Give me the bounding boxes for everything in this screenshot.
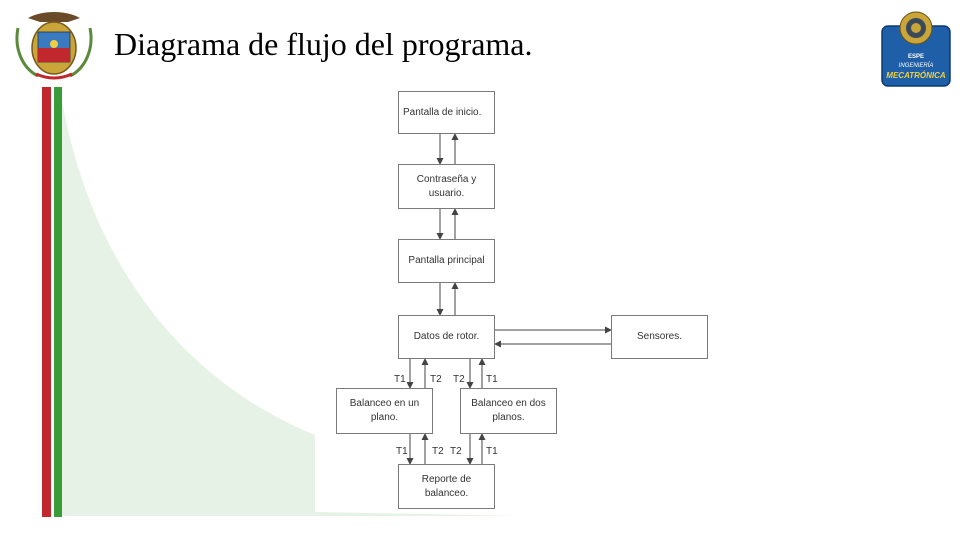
node-datos-rotor-label: Datos de rotor. [413, 331, 480, 342]
svg-text:INGENIERÍA: INGENIERÍA [899, 62, 934, 69]
red-stripe [42, 87, 51, 517]
node-reporte-balanceo: Reporte de balanceo. [398, 464, 495, 509]
node-un-plano-label-2: plano. [370, 412, 399, 423]
university-crest-logo [15, 12, 93, 80]
label-t1-c: T1 [396, 446, 408, 457]
label-t1-a: T1 [394, 374, 406, 385]
node-sensores-label: Sensores. [636, 331, 683, 342]
node-pantalla-inicio: Pantalla de inicio. [398, 91, 495, 134]
slide-title: Diagrama de flujo del programa. [114, 26, 533, 62]
label-t2-b: T2 [453, 374, 465, 385]
node-reporte-label-2: balanceo. [424, 487, 469, 499]
espe-mecatronica-logo: ESPE INGENIERÍA MECATRÓNICA [881, 11, 951, 87]
node-contrasena-label-1: Contraseña y [416, 173, 477, 185]
white-stripe [51, 87, 54, 517]
label-t1-b: T1 [486, 374, 498, 385]
node-balanceo-un-plano: Balanceo en un plano. [336, 388, 433, 434]
label-t1-d: T1 [486, 446, 498, 457]
node-dos-planos-label-1: Balanceo en dos [471, 398, 546, 409]
node-contrasena-usuario: Contraseña y usuario. [398, 164, 495, 209]
node-sensores: Sensores. [611, 315, 708, 359]
svg-text:MECATRÓNICA: MECATRÓNICA [886, 71, 946, 80]
node-contrasena-label-2: usuario. [428, 187, 465, 199]
node-reporte-label-1: Reporte de [421, 473, 472, 485]
label-t2-d: T2 [450, 446, 462, 457]
node-balanceo-dos-planos: Balanceo en dos planos. [460, 388, 557, 434]
label-t2-c: T2 [432, 446, 444, 457]
node-pantalla-principal: Pantalla principal [398, 239, 495, 283]
node-pantalla-principal-label: Pantalla principal [408, 255, 485, 266]
label-t2-a: T2 [430, 374, 442, 385]
green-stripe [54, 87, 62, 517]
node-datos-rotor: Datos de rotor. [398, 315, 495, 359]
node-dos-planos-label-2: planos. [492, 412, 525, 423]
node-un-plano-label-1: Balanceo en un [349, 398, 420, 409]
svg-text:ESPE: ESPE [908, 54, 924, 60]
node-pantalla-inicio-label: Pantalla de inicio. [403, 106, 482, 118]
